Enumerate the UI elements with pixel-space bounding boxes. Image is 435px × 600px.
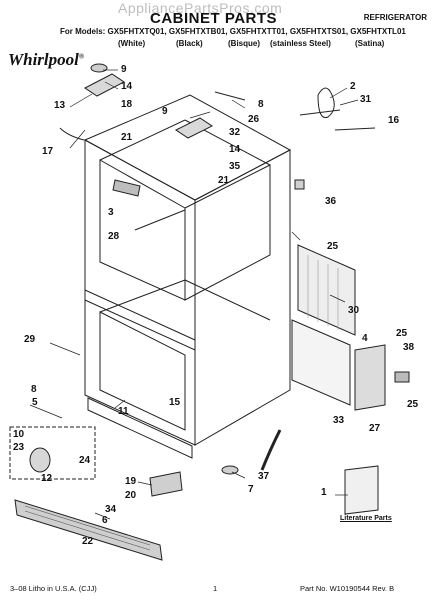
callout-number: 29 (24, 334, 36, 345)
callout-number: 26 (248, 114, 260, 125)
callout-number: 23 (13, 442, 25, 453)
bracket-part (112, 179, 141, 197)
callout-number: 4 (362, 333, 368, 344)
callout-number: 9 (162, 106, 168, 117)
callout-number: 14 (229, 144, 241, 155)
rear-panel (297, 244, 356, 336)
callout-number: 25 (396, 328, 408, 339)
callout-number: 30 (348, 305, 360, 316)
top-hinge-left (84, 73, 125, 97)
callout-number: 12 (41, 473, 53, 484)
callout-number: 37 (258, 471, 270, 482)
page-title: CABINET PARTS (150, 10, 278, 27)
callout-number: 1 (321, 487, 327, 498)
callout-number: 33 (333, 415, 345, 426)
cabinet-side-outline (194, 149, 291, 446)
lower-rear-panel (291, 319, 351, 406)
callout-number: 10 (13, 429, 25, 440)
callout-number: 32 (229, 127, 241, 138)
callout-number: 36 (325, 196, 337, 207)
literature-parts-label: Literature Parts (340, 515, 392, 522)
callout-number: 9 (121, 64, 127, 75)
detail-box (9, 426, 96, 480)
footer-part-number: Part No. W10190544 Rev. B (300, 584, 395, 593)
callout-number: 3 (108, 207, 114, 218)
category-label: REFRIGERATOR (363, 13, 427, 22)
callout-number: 25 (327, 241, 339, 252)
callout-number: 19 (125, 476, 137, 487)
callout-number: 28 (108, 231, 120, 242)
callout-number: 25 (407, 399, 419, 410)
callout-number: 7 (248, 484, 254, 495)
callout-number: 14 (121, 81, 133, 92)
callout-number: 15 (169, 397, 181, 408)
color-label: (Black) (176, 39, 203, 48)
callout-number: 8 (258, 99, 264, 110)
mullion-divider (84, 289, 196, 351)
callout-number: 16 (388, 115, 400, 126)
callout-number: 6 (102, 515, 108, 526)
drain-hose (260, 429, 282, 471)
callout-number: 11 (118, 406, 129, 417)
callout-number: 17 (42, 146, 54, 157)
freezer-liner (99, 311, 186, 431)
color-label: (Satina) (355, 39, 385, 48)
literature-parts-box (344, 465, 379, 515)
callout-number: 35 (229, 161, 241, 172)
color-label: (White) (118, 39, 146, 48)
callout-number: 24 (79, 455, 91, 466)
callout-number: 31 (360, 94, 372, 105)
footer-page-number: 1 (213, 584, 218, 593)
top-hinge-right (175, 117, 213, 139)
color-label: (Bisque) (228, 39, 260, 48)
color-label: (stainless Steel) (270, 39, 331, 48)
watermark: AppliancePartsPros.com (118, 0, 283, 16)
callout-number: 20 (125, 490, 137, 501)
callout-number: 8 (31, 384, 37, 395)
callout-number: 34 (105, 504, 117, 515)
fresh-food-liner (99, 159, 186, 301)
tube-part (334, 127, 376, 131)
callout-number: 2 (350, 81, 356, 92)
water-valve-part (317, 87, 335, 119)
callout-number: 38 (403, 342, 415, 353)
callout-number: 21 (121, 132, 133, 143)
footer-print-info: 3–08 Litho in U.S.A. (CJJ) (10, 584, 97, 593)
models-line: For Models: GX5FHTXTQ01, GX5FHTXTB01, GX… (60, 27, 406, 36)
callout-number: 27 (369, 423, 381, 434)
callout-number: 5 (32, 397, 38, 408)
callout-number: 22 (82, 536, 94, 547)
callout-number: 13 (54, 100, 66, 111)
callout-number: 18 (121, 99, 133, 110)
toe-grille (14, 499, 163, 561)
callout-number: 21 (218, 175, 230, 186)
whirlpool-logo: Whirlpool® (8, 50, 85, 69)
